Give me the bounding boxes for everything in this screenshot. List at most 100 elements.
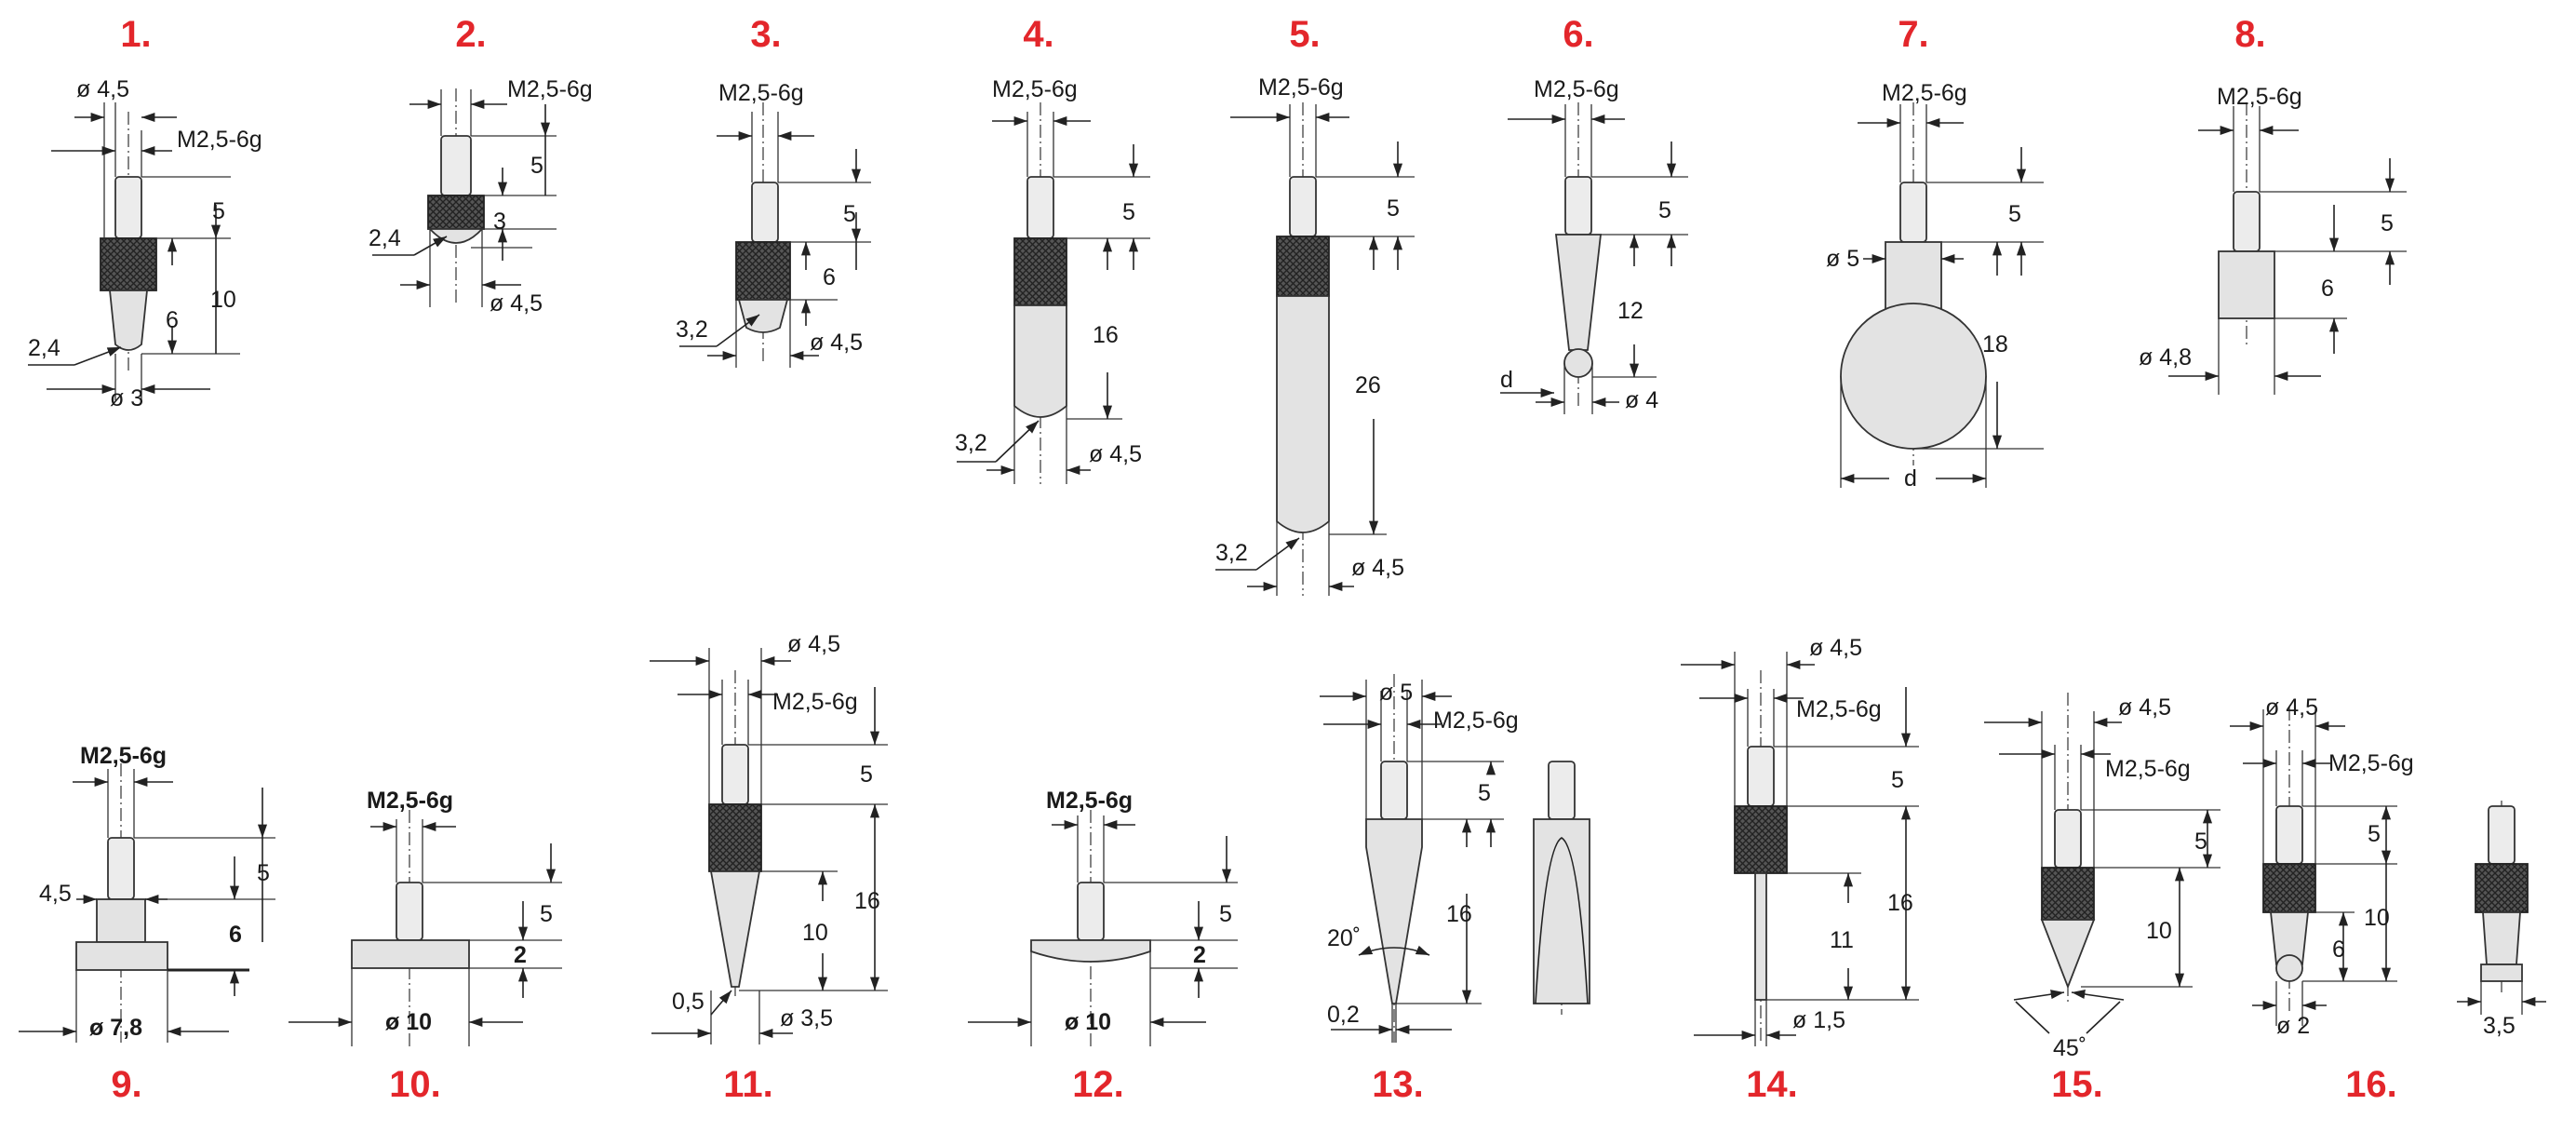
dim-label: M2,5-6g: [80, 743, 167, 769]
dim-label: ø 4,5: [1351, 555, 1404, 581]
probe-number: 12.: [1072, 1064, 1124, 1105]
dim-label: 11: [1830, 927, 1854, 953]
dim-label: 5: [843, 201, 856, 227]
dim-label: ø 5: [1826, 246, 1859, 272]
probe-number: 10.: [389, 1064, 441, 1105]
dim-label: M2,5-6g: [507, 76, 593, 102]
probe-2: 2. M2,5-6g 5 3 2,4 ø 4,5: [369, 14, 593, 317]
dim-label: M2,5-6g: [2328, 750, 2414, 776]
dim-label: M2,5-6g: [718, 80, 804, 106]
dim-label: 3,2: [955, 430, 987, 456]
dim-label: M2,5-6g: [992, 76, 1078, 102]
dim-label: ø 4,5: [787, 631, 840, 657]
dim-label: ø 4,5: [490, 290, 543, 317]
dim-label: 5: [860, 761, 873, 788]
probe-7: 7. M2,5-6g ø 5 5 18 d: [1826, 14, 2044, 492]
dim-label: 3,5: [2483, 1013, 2516, 1039]
dim-label: 2,4: [369, 225, 401, 251]
dim-label: M2,5-6g: [2105, 756, 2191, 782]
dim-label: 5: [540, 901, 553, 927]
probe-1: 1. ø 4,5 M2,5-6g 5 10 6 2,4 ø 3: [28, 14, 262, 411]
probe-number: 9.: [111, 1064, 141, 1105]
dim-label: 45˚: [2053, 1035, 2086, 1061]
dim-label: ø 4,5: [1089, 441, 1142, 467]
dim-label: ø 4,5: [1809, 635, 1862, 661]
dim-label: 5: [1891, 767, 1904, 793]
dim-label: 16: [1887, 890, 1913, 916]
probe-number: 13.: [1372, 1064, 1424, 1105]
probe-12: 12. M2,5-6g 5 2 ø 10: [968, 788, 1238, 1105]
dim-label: 20˚: [1327, 925, 1361, 951]
dim-label: 3,2: [1215, 540, 1248, 566]
dim-label: M2,5-6g: [772, 689, 858, 715]
dim-label: 6: [2332, 937, 2345, 963]
dim-label: 5: [1122, 199, 1135, 225]
dim-label: 2,4: [28, 335, 60, 361]
dim-label: 0,5: [672, 989, 704, 1015]
dim-label: M2,5-6g: [1796, 696, 1882, 722]
dim-label: d: [1904, 465, 1917, 492]
probe-number: 16.: [2345, 1064, 2397, 1105]
dim-label: 5: [212, 198, 225, 224]
probe-13: 13. ø 5 M2,5-6g 5 16 20˚ 0,2: [1320, 674, 1590, 1105]
dim-label: 10: [2364, 905, 2390, 931]
dim-label: ø 2: [2276, 1013, 2310, 1039]
probe-number: 8.: [2234, 14, 2265, 55]
dim-label: ø 3: [110, 385, 143, 411]
probe-8: 8. M2,5-6g 5 6 ø 4,8: [2139, 14, 2407, 395]
dim-label: M2,5-6g: [367, 788, 453, 814]
probe-15: 15. ø 4,5 M2,5-6g 5 10 45˚: [1984, 693, 2220, 1105]
probe-9: 9. M2,5-6g 4,5 5 6 ø 7,8: [19, 743, 275, 1105]
dim-label: d: [1500, 367, 1513, 393]
dim-label: ø 7,8: [89, 1015, 142, 1041]
dim-label: ø 4,5: [2118, 694, 2171, 721]
dim-label: 6: [2321, 276, 2334, 302]
probe-3: 3. M2,5-6g 5 6 3,2 ø 4,5: [676, 14, 871, 368]
dim-label: 5: [2008, 201, 2021, 227]
dim-label: 2: [514, 942, 527, 968]
dim-label: ø 4,5: [810, 330, 863, 356]
dim-label: ø 4,8: [2139, 344, 2192, 371]
probe-number: 15.: [2051, 1064, 2103, 1105]
dim-label: 6: [166, 307, 179, 333]
probe-14: 14. ø 4,5 M2,5-6g 5 16 11 ø 1,5: [1681, 635, 1919, 1105]
dim-label: 3,2: [676, 317, 708, 343]
dim-label: ø 10: [1065, 1009, 1111, 1035]
dim-label: M2,5-6g: [1258, 74, 1344, 101]
dim-label: M2,5-6g: [1433, 708, 1519, 734]
dim-label: ø 4,5: [2265, 694, 2318, 721]
dim-label: 12: [1617, 298, 1644, 324]
dim-label: 6: [823, 264, 836, 290]
probe-number: 6.: [1563, 14, 1593, 55]
probe-number: 3.: [750, 14, 781, 55]
dim-label: 18: [1982, 331, 2008, 357]
dim-label: M2,5-6g: [1046, 788, 1133, 814]
dim-label: ø 4: [1625, 387, 1658, 413]
probe-16: 16. ø 4,5 M2,5-6g 5 10 6 ø 2: [2230, 694, 2546, 1105]
dim-label: M2,5-6g: [1882, 80, 1967, 106]
probe-6: 6. M2,5-6g 5 12 d ø 4: [1500, 14, 1688, 414]
dim-label: ø 5: [1379, 680, 1413, 706]
dim-label: 5: [2368, 821, 2381, 847]
dim-label: 5: [1219, 901, 1232, 927]
probe-4: 4. M2,5-6g 5 16 3,2 ø 4,5: [955, 14, 1150, 484]
probe-5: 5. M2,5-6g 5 26 3,2 ø 4,5: [1215, 14, 1415, 596]
dim-label: ø 1,5: [1792, 1007, 1845, 1033]
dim-label: 2: [1193, 942, 1206, 968]
dim-label: 5: [1387, 195, 1400, 222]
dim-label: 5: [257, 860, 270, 886]
probe-number: 11.: [723, 1064, 772, 1105]
dim-label: 5: [2381, 210, 2394, 236]
probe-10: 10. M2,5-6g 5 2 ø 10: [288, 788, 562, 1105]
dim-label: 5: [2194, 829, 2207, 855]
dim-label: M2,5-6g: [177, 127, 262, 153]
dim-label: ø 10: [385, 1009, 432, 1035]
probe-number: 7.: [1898, 14, 1928, 55]
dim-label: ø 4,5: [76, 76, 129, 102]
probe-number: 2.: [455, 14, 486, 55]
dim-label: 5: [1658, 197, 1671, 223]
dim-label: 4,5: [39, 881, 72, 907]
dim-label: 6: [229, 922, 242, 948]
dim-label: ø 3,5: [780, 1005, 833, 1031]
